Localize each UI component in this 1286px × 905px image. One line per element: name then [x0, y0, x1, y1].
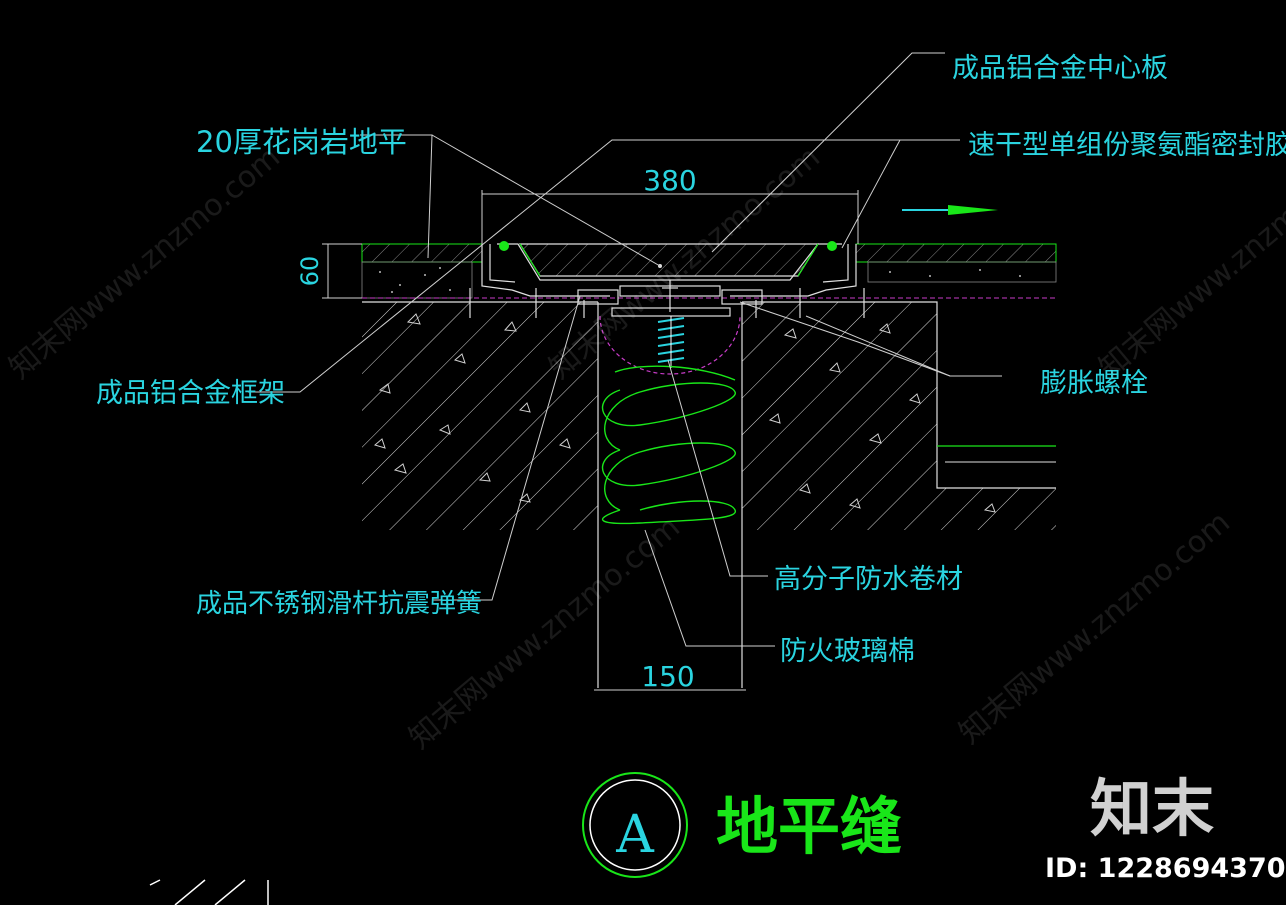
center-plate — [518, 243, 820, 277]
drawing-title: 地平缝 — [716, 790, 902, 863]
dimension-380-label: 380 — [643, 164, 696, 197]
direction-arrow-icon — [902, 205, 998, 215]
label-bolt: 膨胀螺栓 — [1040, 368, 1148, 399]
dimension-60 — [322, 243, 362, 299]
watermark-text-2: 知末网www.znzmo.com — [403, 510, 687, 756]
aluminium-frame — [481, 243, 857, 297]
expansion-gap — [597, 302, 743, 688]
dimension-150-label: 150 — [641, 660, 694, 693]
spring-coil — [657, 316, 685, 368]
watermark-id: ID: 1228694370 — [1045, 853, 1286, 884]
watermark-text-1: 知末网www.znzmo.com — [3, 140, 287, 386]
sealant-dots — [499, 241, 837, 251]
label-frame: 成品铝合金框架 — [96, 378, 285, 409]
label-membrane: 高分子防水卷材 — [774, 564, 963, 595]
dimension-60-label: 60 — [296, 256, 324, 287]
label-spring: 成品不锈钢滑杆抗震弹簧 — [196, 589, 482, 619]
glass-wool — [601, 365, 736, 525]
label-glass-wool: 防火玻璃棉 — [780, 636, 915, 667]
concrete-left — [362, 302, 598, 530]
corner-marks — [149, 879, 269, 905]
label-center-plate: 成品铝合金中心板 — [952, 53, 1168, 84]
watermark-text-4: 知末网www.znzmo.com — [953, 505, 1237, 751]
granite-layer — [361, 243, 1057, 299]
concrete-right — [742, 301, 1056, 530]
label-granite: 20厚花岗岩地平 — [196, 125, 407, 159]
dimension-380 — [481, 190, 859, 244]
title-symbol-letter: A — [615, 805, 655, 865]
watermark-logo: 知末 — [1090, 772, 1214, 845]
leader-lines — [248, 52, 1002, 647]
label-sealant: 速干型单组份聚氨酯密封胶 — [968, 130, 1286, 161]
watermark-text-5: 知末网www.znzmo.com — [1093, 140, 1286, 386]
title-symbol: A — [582, 772, 688, 878]
